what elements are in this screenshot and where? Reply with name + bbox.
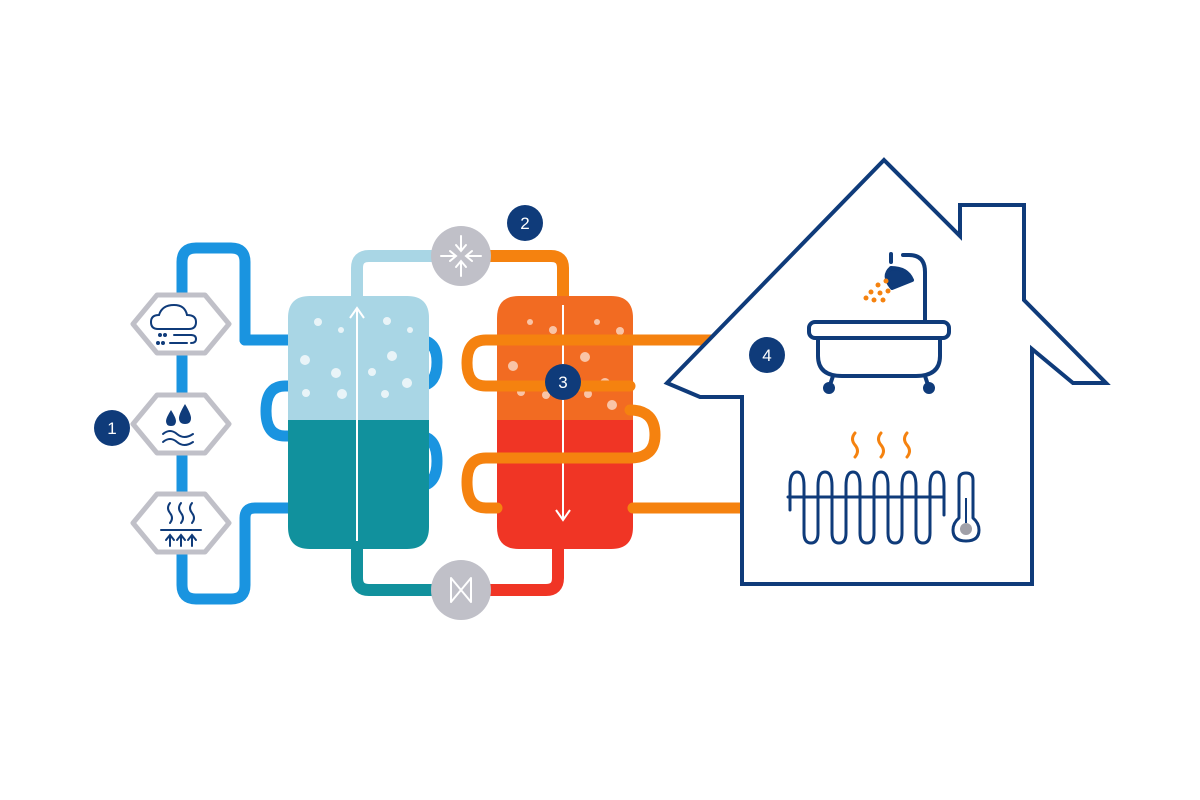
liquid-pipe-red [476,543,564,596]
evaporator-vapor [288,296,429,420]
condenser-arrow-head [555,509,571,522]
expansion-valve-icon [450,577,472,603]
condenser-tank [497,296,633,549]
badge-4-label: 4 [762,346,771,365]
heat-waves [851,431,911,459]
heat-sources [130,292,232,555]
heating-coil-top [461,334,748,392]
compressor-icon [440,235,482,277]
condenser-liquid [497,420,633,549]
shower-drops [863,278,891,303]
liquid-pipe [351,543,446,596]
heating-coil-middle [461,404,661,514]
badge-2-label: 2 [520,214,529,233]
thermometer-icon [951,471,981,543]
floor-heating-icon [786,470,946,545]
source-loop-pipe [176,242,306,605]
compressor [431,226,491,286]
evaporator-liquid [288,420,429,549]
badge-3-label: 3 [558,373,567,392]
bathtub-shower-icon [807,252,951,394]
badge-1: 1 [94,410,130,446]
evaporator-arrow-head [349,306,365,319]
source-water [130,392,232,456]
evaporator-tank [288,296,429,549]
badge-2: 2 [507,205,543,241]
expansion-valve [431,560,491,620]
house-outline [663,157,1111,586]
water-drop-icon [162,404,194,446]
badge-1-label: 1 [107,419,116,438]
discharge-pipe [476,250,569,302]
evaporator-bubbles [300,317,413,399]
ground-heat-icon [160,502,202,547]
cloud-wind-icon [149,303,198,345]
source-air [130,292,232,356]
source-ground [130,491,232,555]
badge-4: 4 [749,337,785,373]
suction-pipe [351,250,446,302]
refrigerant-pipes [351,250,569,596]
badge-3: 3 [545,364,581,400]
house [663,157,1111,586]
heating-loop [461,334,748,514]
